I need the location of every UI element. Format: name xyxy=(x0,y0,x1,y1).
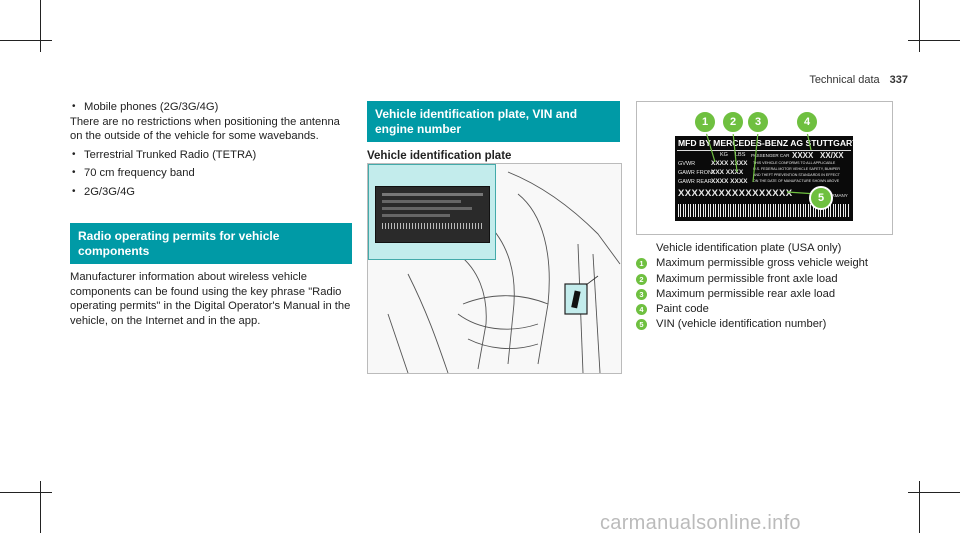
plate-barcode xyxy=(678,204,850,217)
crop-mark xyxy=(919,0,920,52)
plate-code1: XXXX xyxy=(792,151,814,160)
callout-5: 5 xyxy=(809,186,833,210)
legend-text: Maximum permissible rear axle load xyxy=(656,287,836,300)
paragraph: There are no restrictions when positioni… xyxy=(70,115,340,143)
legend-item: 1 Maximum permissible gross vehicle weigh… xyxy=(636,256,926,271)
list-item: 70 cm frequency band xyxy=(70,166,352,181)
callout-4: 4 xyxy=(795,110,819,134)
figure-caption: Vehicle identification plate (USA only) xyxy=(656,242,842,254)
plate-cert-3: AND THEFT PREVENTION STANDARDS IN EFFECT xyxy=(753,173,840,177)
watermark: carmanualsonline.info xyxy=(600,512,801,534)
plate-val-gvwr: XXXX XXXX xyxy=(711,160,748,167)
figure-legend: Vehicle identification plate (USA only) … xyxy=(636,241,926,333)
plate-gawr-front: GAWR FRONT xyxy=(678,170,716,176)
plate-code2: XX/XX xyxy=(820,151,844,160)
crop-mark xyxy=(0,492,52,493)
section-heading: Radio operating permits for vehicle comp… xyxy=(70,223,352,264)
plate-vin: XXXXXXXXXXXXXXXXX xyxy=(678,188,793,199)
legend-number: 4 xyxy=(636,304,647,316)
plate-kg: KG xyxy=(720,152,728,158)
plate-cert-2: U.S. FEDERAL MOTOR VEHICLE SAFETY, BUMPE… xyxy=(753,167,840,171)
section-title: Technical data xyxy=(809,74,880,86)
legend-item: 4 Paint code xyxy=(636,302,926,317)
plate-divider xyxy=(677,150,851,151)
paragraph: Manufacturer information about wireless … xyxy=(70,271,351,327)
plate-lbs: LBS xyxy=(735,152,746,158)
crop-mark xyxy=(919,481,920,533)
middle-column: Vehicle identification plate, VIN and en… xyxy=(367,101,620,162)
callout-2: 2 xyxy=(721,110,745,134)
crop-mark xyxy=(908,492,960,493)
left-column: Mobile phones (2G/3G/4G) There are no re… xyxy=(70,100,352,328)
legend-text: Paint code xyxy=(656,303,709,316)
plate-gawr-rear: GAWR REAR xyxy=(678,179,712,185)
plate-country: GERMANY xyxy=(825,193,848,198)
list-item: 2G/3G/4G xyxy=(70,185,352,200)
legend-number: 2 xyxy=(636,273,647,285)
list-item: Mobile phones (2G/3G/4G) xyxy=(70,100,352,115)
legend-item: 2 Maximum permissible front axle load xyxy=(636,272,926,287)
plate-passenger: PASSENGER CAR xyxy=(751,153,790,158)
legend-text: Maximum permissible gross vehicle weight xyxy=(656,257,869,270)
page-header: Technical data 337 xyxy=(809,74,908,86)
plate-cert-4: ON THE DATE OF MANUFACTURE SHOWN ABOVE xyxy=(753,179,840,183)
legend-number: 3 xyxy=(636,288,647,300)
legend-number: 1 xyxy=(636,258,647,270)
identification-plate-figure: MFD BY MERCEDES-BENZ AG STUTTGART KG LBS… xyxy=(636,101,893,235)
plate-cert-1: THIS VEHICLE CONFORMS TO ALL APPLICABLE xyxy=(753,161,836,165)
crop-mark xyxy=(908,40,960,41)
legend-text: VIN (vehicle identification number) xyxy=(656,318,827,331)
list-item: Terrestrial Trunked Radio (TETRA) xyxy=(70,148,352,163)
plate-blurred-label xyxy=(375,186,490,243)
section-heading: Vehicle identification plate, VIN and en… xyxy=(367,101,620,142)
plate-val-rear: XXXX XXXX xyxy=(711,178,748,185)
page-number: 337 xyxy=(889,74,908,86)
vehicle-plate-location-figure xyxy=(367,163,622,374)
callout-1: 1 xyxy=(693,110,717,134)
subheading: Vehicle identification plate xyxy=(367,150,512,162)
legend-number: 5 xyxy=(636,319,647,331)
plate-title: MFD BY MERCEDES-BENZ AG STUTTGART xyxy=(678,138,858,148)
crop-mark xyxy=(40,481,41,533)
plate-gvwr: GVWR xyxy=(678,161,696,167)
callout-3: 3 xyxy=(746,110,770,134)
crop-mark xyxy=(0,40,52,41)
plate-val-front: XXX XXXX xyxy=(711,169,744,176)
legend-text: Maximum permissible front axle load xyxy=(656,272,838,285)
crop-mark xyxy=(40,0,41,52)
legend-item: 3 Maximum permissible rear axle load xyxy=(636,287,926,302)
legend-item: 5 VIN (vehicle identification number) xyxy=(636,317,926,332)
